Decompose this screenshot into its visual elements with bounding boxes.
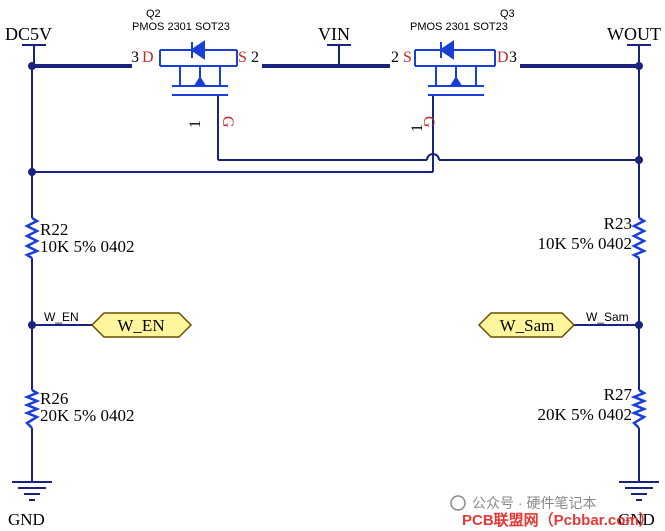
w-en-net-label: W_EN	[44, 310, 79, 324]
wechat-icon	[450, 495, 466, 511]
q2-pin-s-number: 2	[251, 49, 259, 66]
right-ground-symbol	[619, 481, 659, 501]
w-sam-port-label: W_Sam	[500, 316, 555, 335]
r26-value: 20K 5% 0402	[40, 406, 134, 425]
q3-pmos-transistor	[414, 40, 496, 96]
q3-part-number: PMOS 2301 SOT23	[410, 21, 508, 33]
q2-pin-d-label: D	[142, 49, 154, 66]
signal-wires	[31, 66, 640, 482]
q3-pin-d-label: D	[497, 49, 509, 66]
r26-resistor	[23, 388, 41, 429]
r26-designator: R26	[40, 389, 68, 408]
dc5v-label: DC5V	[5, 24, 52, 44]
q2-pin-s-label: S	[238, 49, 247, 66]
r23-resistor	[631, 216, 648, 260]
dc5v-power-port	[22, 44, 46, 66]
q3-pin-s-label: S	[403, 49, 412, 66]
w-en-port-label: W_EN	[117, 316, 164, 335]
q2-part-number: PMOS 2301 SOT23	[132, 21, 230, 33]
q3-pin-g-label: G	[420, 116, 437, 128]
vin-power-port	[327, 44, 351, 66]
right-gnd-label: GND	[618, 510, 655, 529]
watermark: 公众号 · 硬件笔记本 PCB联盟网（Pcbbar.com）	[450, 495, 654, 529]
r27-designator: R27	[604, 385, 633, 404]
w-en-port: W_EN	[90, 312, 193, 338]
left-ground-symbol	[12, 481, 52, 501]
q2-pin-d-number: 3	[131, 49, 139, 66]
q3-pin-g-number: 1	[409, 124, 426, 132]
q2-pin-g-number: 1	[187, 120, 204, 128]
q2-pmos-transistor	[159, 40, 238, 96]
q2-pin-g-label: G	[219, 116, 236, 128]
r23-value: 10K 5% 0402	[538, 234, 632, 253]
r22-resistor	[24, 216, 41, 260]
watermark-line1: 公众号 · 硬件笔记本	[472, 495, 596, 511]
junction-dots	[28, 62, 643, 329]
left-gnd-label: GND	[8, 510, 45, 529]
w-sam-net-label: W_Sam	[586, 310, 629, 324]
r27-resistor	[630, 388, 648, 429]
watermark-line2: PCB联盟网（Pcbbar.com）	[462, 511, 654, 529]
q2-designator: Q2	[146, 8, 161, 20]
q3-pin-d-number: 3	[509, 49, 517, 66]
r23-designator: R23	[604, 214, 632, 233]
q3-designator: Q3	[500, 8, 515, 20]
r27-value: 20K 5% 0402	[538, 405, 632, 424]
q3-pin-s-number: 2	[391, 49, 399, 66]
wout-label: WOUT	[607, 24, 661, 44]
r22-designator: R22	[40, 220, 68, 239]
vin-label: VIN	[318, 24, 350, 44]
r22-value: 10K 5% 0402	[40, 237, 134, 256]
w-sam-port: W_Sam	[477, 312, 576, 338]
